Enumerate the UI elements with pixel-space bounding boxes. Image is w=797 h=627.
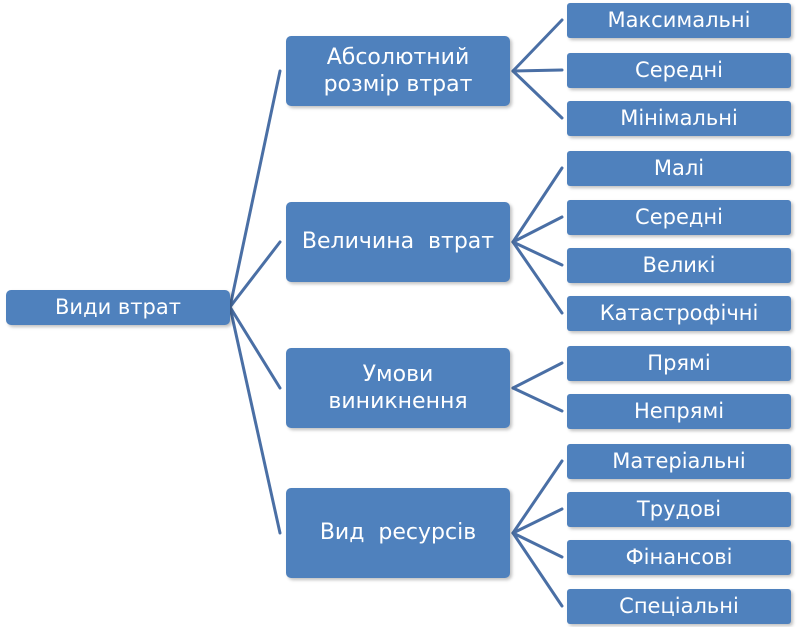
leaf-node: Максимальні bbox=[567, 3, 791, 38]
leaf-node: Катастрофічні bbox=[567, 296, 791, 331]
connector-line bbox=[228, 305, 282, 390]
connector-line bbox=[228, 240, 282, 309]
leaf-node-label: Великі bbox=[642, 253, 716, 278]
connector-line bbox=[228, 305, 282, 535]
group-node-loss-magnitude: Величина втрат bbox=[286, 202, 510, 282]
leaf-node: Трудові bbox=[567, 492, 791, 527]
connector-line bbox=[511, 166, 564, 244]
leaf-node-label: Спеціальні bbox=[619, 594, 739, 619]
leaf-node-label: Прямі bbox=[647, 351, 711, 376]
leaf-node-label: Непрямі bbox=[633, 399, 725, 424]
connector-line bbox=[511, 240, 564, 315]
root-node-loss-types: Види втрат bbox=[6, 290, 230, 325]
connector-line bbox=[511, 459, 564, 535]
leaf-node: Малі bbox=[567, 151, 791, 186]
connector-line bbox=[228, 69, 282, 309]
group-node-label-line: Умови bbox=[362, 361, 434, 387]
group-node-label-line: Вид ресурсів bbox=[319, 520, 477, 546]
group-node-occurrence-conditions: Умови виникнення bbox=[286, 348, 510, 428]
connector-line bbox=[511, 361, 564, 390]
connector-line bbox=[511, 386, 564, 413]
group-node-resource-type: Вид ресурсів bbox=[286, 488, 510, 578]
group-node-label-line: Величина втрат bbox=[301, 229, 495, 255]
group-node-label-line: виникнення bbox=[328, 389, 468, 414]
connector-line bbox=[511, 68, 564, 73]
leaf-node-label: Малі bbox=[653, 156, 705, 181]
group-node-absolute-size: Абсолютний розмір втрат bbox=[286, 36, 510, 106]
connector-line bbox=[511, 531, 564, 559]
leaf-node: Прямі bbox=[567, 346, 791, 381]
leaf-node-label: Середні bbox=[635, 205, 723, 230]
leaf-node-label: Трудові bbox=[636, 497, 722, 522]
leaf-node: Матеріальні bbox=[567, 444, 791, 479]
connector-line bbox=[511, 531, 564, 608]
group-node-label-line: Абсолютний bbox=[326, 44, 470, 70]
leaf-node-label: Катастрофічні bbox=[599, 301, 759, 326]
connector-line bbox=[511, 507, 564, 535]
leaf-node: Середні bbox=[567, 53, 791, 88]
leaf-node: Великі bbox=[567, 248, 791, 283]
leaf-node: Середні bbox=[567, 200, 791, 235]
leaf-node-label: Фінансові bbox=[625, 545, 733, 570]
leaf-node: Спеціальні bbox=[567, 589, 791, 624]
leaf-node: Мінімальні bbox=[567, 101, 791, 136]
connector-line bbox=[511, 69, 564, 120]
leaf-node-label: Мінімальні bbox=[620, 106, 738, 131]
leaf-node-label: Максимальні bbox=[607, 8, 751, 33]
root-node-label: Види втрат bbox=[55, 295, 181, 320]
group-node-label-line: розмір втрат bbox=[323, 72, 473, 97]
connector-line bbox=[511, 18, 564, 73]
leaf-node-label: Матеріальні bbox=[612, 449, 746, 474]
connector-line bbox=[511, 240, 564, 267]
leaf-node: Фінансові bbox=[567, 540, 791, 575]
connector-line bbox=[511, 215, 564, 244]
leaf-node: Непрямі bbox=[567, 394, 791, 429]
leaf-node-label: Середні bbox=[635, 58, 723, 83]
